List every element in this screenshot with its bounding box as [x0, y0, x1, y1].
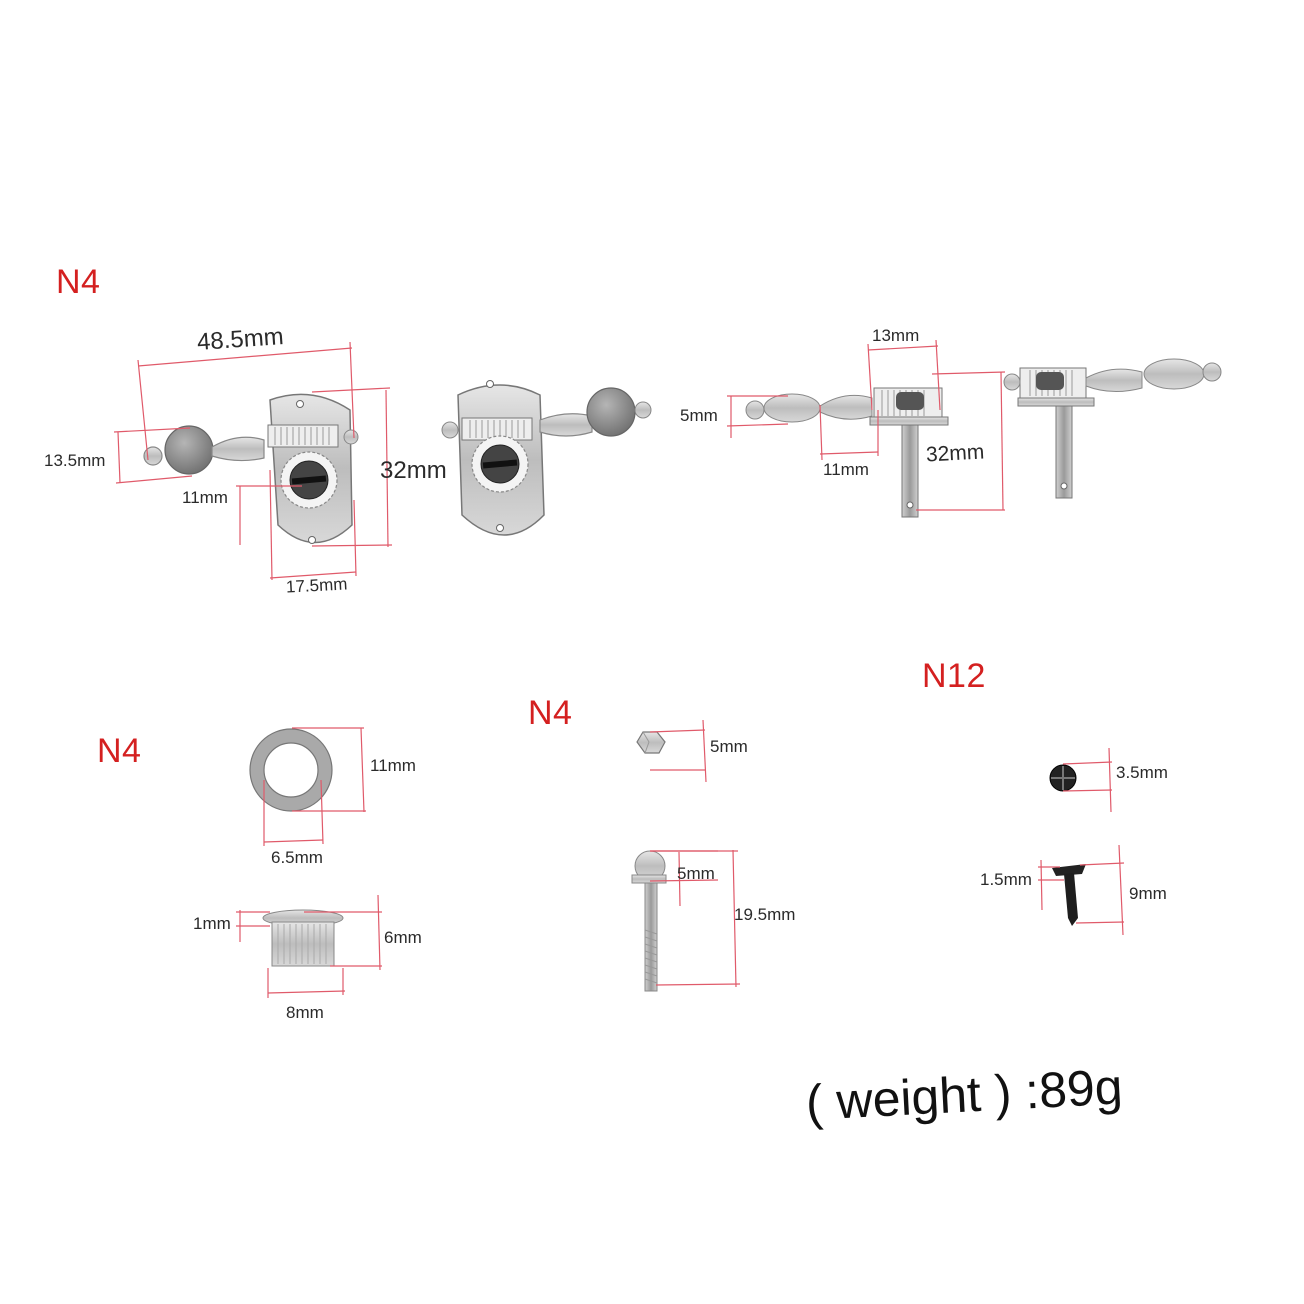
dim-bushing-lip: 1mm [193, 914, 231, 933]
dim-side-offset: 11mm [823, 460, 869, 479]
dim-screw-shank: 1.5mm [980, 870, 1032, 889]
qty-bushings: N4 [97, 732, 142, 770]
bushing [262, 909, 344, 967]
dim-nut-size: 5mm [710, 737, 748, 756]
dim-plate-height: 32mm [380, 457, 447, 484]
dim-screw-length: 9mm [1129, 884, 1167, 903]
dim-screw-head: 3.5mm [1116, 763, 1168, 782]
tuner-side-view [745, 387, 949, 518]
dim-button-height: 13.5mm [44, 451, 106, 470]
dim-washer-outer: 11mm [370, 756, 416, 775]
dim-bushing-width: 8mm [286, 1003, 324, 1022]
dim-washer-inner: 6.5mm [271, 848, 323, 867]
qty-tuners: N4 [56, 263, 101, 301]
washer [249, 728, 333, 812]
dim-bushing-height: 6mm [384, 928, 422, 947]
dim-side-button: 5mm [680, 406, 718, 425]
dim-plate-width: 17.5mm [285, 574, 348, 597]
dim-bolt-head: 5mm [677, 864, 715, 883]
dimension-lines [113, 339, 1125, 998]
qty-bolts: N4 [528, 694, 573, 732]
tuner-side-mirror-view [1003, 358, 1222, 499]
tuner-front-view [143, 393, 359, 544]
screw-head [1049, 764, 1077, 792]
dim-bolt-length: 19.5mm [734, 905, 796, 924]
dim-shaft-offset: 11mm [182, 488, 228, 507]
dim-side-width: 13mm [872, 326, 920, 345]
dim-post-height: 32mm [925, 440, 985, 467]
screw-side [1052, 864, 1086, 926]
qty-screws: N12 [922, 657, 986, 695]
bolt [631, 850, 667, 992]
tuner-mirror-view [441, 380, 652, 536]
hex-nut [636, 731, 666, 754]
